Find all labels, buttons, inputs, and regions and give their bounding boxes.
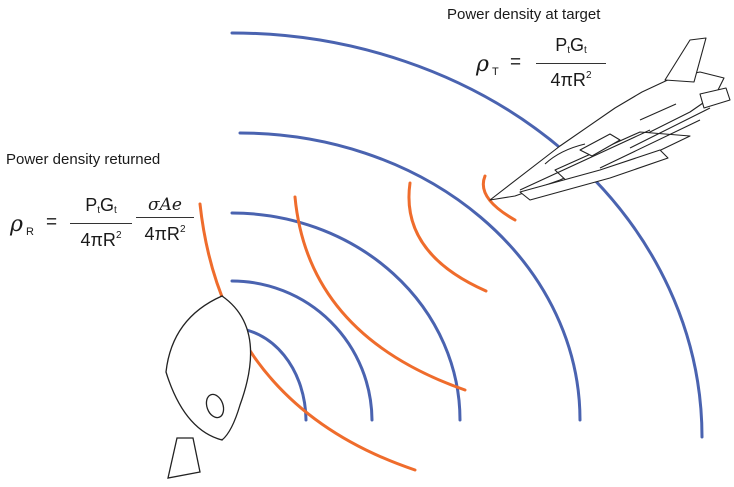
returned-equals-sign: =	[46, 212, 58, 233]
target-fraction-denominator: 4πR2	[550, 70, 592, 90]
transmitted-wave-4	[238, 131, 582, 422]
returned-fraction-1-bar	[70, 223, 132, 224]
rho-target-subscript: T	[492, 66, 499, 78]
target-fraction-bar	[536, 63, 606, 64]
target-fraction: PtGt 4πR2	[536, 34, 606, 91]
returned-wave-2	[407, 181, 488, 293]
jet-aircraft-icon	[489, 37, 731, 201]
returned-fraction-2: σAe 4πR2	[136, 194, 194, 245]
rho-returned-subscript: R	[26, 226, 34, 238]
returned-waves	[198, 174, 517, 472]
returned-fraction-2-bar	[136, 217, 194, 218]
radar-dish-icon	[165, 295, 252, 479]
rho-returned-symbol: ρ	[10, 212, 23, 237]
returned-wave-3	[293, 195, 467, 392]
rho-target-symbol: ρ	[476, 52, 489, 77]
target-equals-sign: =	[510, 52, 522, 73]
transmitted-wave-3	[230, 211, 462, 422]
returned-fraction-1-denominator: 4πR2	[80, 230, 122, 250]
returned-fraction-2-numerator: σAe	[148, 195, 182, 215]
target-density-title: Power density at target	[447, 6, 601, 23]
returned-fraction-2-denominator: 4πR2	[144, 224, 186, 244]
returned-fraction-1: PtGt 4πR2	[70, 194, 132, 251]
returned-wave-1	[482, 174, 517, 222]
returned-wave-4	[198, 202, 417, 472]
returned-density-title: Power density returned	[6, 151, 161, 168]
target-fraction-numerator: PtGt	[555, 35, 587, 56]
returned-fraction-1-numerator: PtGt	[85, 195, 117, 216]
transmitted-wave-2	[230, 279, 374, 422]
